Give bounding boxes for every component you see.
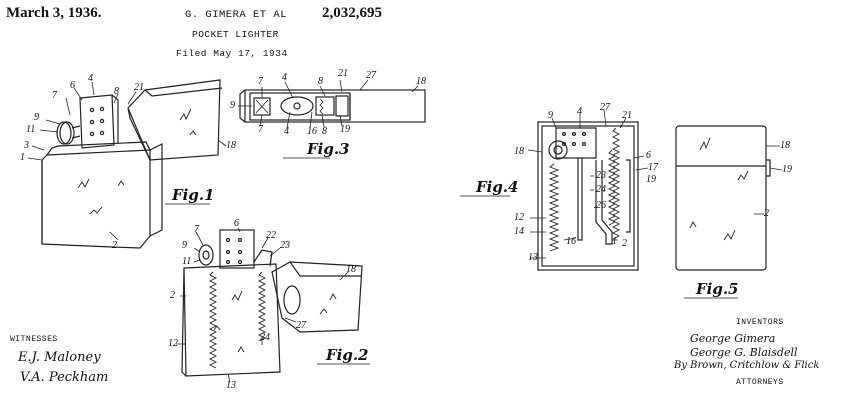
inventors-label: INVENTORS [736, 318, 784, 327]
fig1-drawing [27, 79, 227, 249]
ref-numeral: 8 [318, 76, 323, 87]
ref-numeral: 6 [234, 218, 239, 229]
ref-numeral: 4 [282, 72, 287, 83]
ref-numeral: 11 [182, 256, 192, 267]
ref-numeral: 17 [648, 162, 658, 173]
ref-numeral: 21 [622, 110, 632, 121]
ref-numeral: 9 [34, 112, 39, 123]
ref-numeral: 8 [322, 126, 327, 137]
ref-numeral: 9 [548, 110, 553, 121]
ref-numeral: 9 [230, 100, 235, 111]
ref-numeral: 18 [226, 140, 236, 151]
fig4-caption: Fig.4 [476, 178, 519, 196]
ref-numeral: 3 [24, 140, 29, 151]
ref-numeral: 9 [182, 240, 187, 251]
ref-numeral: 2 [112, 240, 117, 251]
witness-signature: V.A. Peckham [20, 370, 109, 385]
fig1-caption: Fig.1 [172, 186, 215, 204]
patent-date: March 3, 1936. [6, 5, 102, 21]
ref-numeral: 21 [134, 82, 144, 93]
ref-numeral: 14 [514, 226, 524, 237]
ref-numeral: 6 [70, 80, 75, 91]
ref-numeral: 24 [260, 332, 270, 343]
fig2-caption: Fig.2 [326, 346, 369, 364]
patent-number: 2,032,695 [322, 5, 382, 21]
ref-numeral: 23 [280, 240, 290, 251]
inventor-header: G. GIMERA ET AL [185, 9, 288, 21]
ref-numeral: 19 [782, 164, 792, 175]
fig3-caption: Fig.3 [307, 140, 350, 158]
ref-numeral: 27 [296, 320, 306, 331]
ref-numeral: 6 [646, 150, 651, 161]
ref-numeral: 21 [338, 68, 348, 79]
ref-numeral: 4 [284, 126, 289, 137]
ref-numeral: 13 [528, 252, 538, 263]
fig5-drawing [675, 125, 783, 271]
ref-numeral: 4 [88, 73, 93, 84]
attorney-signature: By Brown, Critchlow & Flick [674, 360, 820, 371]
witnesses-label: WITNESSES [10, 335, 58, 344]
ref-numeral: 23 [596, 170, 606, 181]
ref-numeral: 2 [764, 208, 769, 219]
ref-numeral: 16 [307, 126, 317, 137]
ref-numeral: 13 [226, 380, 236, 391]
ref-numeral: 12 [514, 212, 524, 223]
ref-numeral: 7 [258, 124, 263, 135]
ref-numeral: 7 [194, 224, 199, 235]
ref-numeral: 19 [646, 174, 656, 185]
ref-numeral: 26 [596, 200, 606, 211]
fig4-drawing [527, 109, 649, 271]
fig2-drawing [176, 227, 363, 383]
ref-numeral: 2 [170, 290, 175, 301]
ref-numeral: 22 [266, 230, 276, 241]
ref-numeral: 18 [416, 76, 426, 87]
ref-numeral: 24 [596, 184, 606, 195]
ref-numeral: 16 [566, 236, 576, 247]
inventor-signature: George G. Blaisdell [690, 346, 798, 359]
ref-numeral: 7 [52, 90, 57, 101]
witness-signature: E.J. Maloney [18, 350, 101, 365]
ref-numeral: 11 [26, 124, 36, 135]
ref-numeral: 4 [577, 106, 582, 117]
ref-numeral: 18 [780, 140, 790, 151]
ref-numeral: 12 [168, 338, 178, 349]
ref-numeral: 1 [20, 152, 25, 163]
ref-numeral: 19 [340, 124, 350, 135]
ref-numeral: 27 [366, 70, 376, 81]
inventor-signature: George Gimera [690, 332, 776, 345]
ref-numeral: 2 [622, 238, 627, 249]
fig3-drawing [238, 79, 426, 129]
ref-numeral: 18 [514, 146, 524, 157]
ref-numeral: 18 [346, 264, 356, 275]
ref-numeral: 27 [600, 102, 610, 113]
fig5-caption: Fig.5 [696, 280, 739, 298]
filed-date: Filed May 17, 1934 [176, 48, 288, 59]
attorneys-label: ATTORNEYS [736, 378, 784, 387]
invention-title: POCKET LIGHTER [192, 29, 279, 40]
ref-numeral: 1 [612, 236, 617, 247]
ref-numeral: 7 [258, 76, 263, 87]
ref-numeral: 8 [114, 86, 119, 97]
